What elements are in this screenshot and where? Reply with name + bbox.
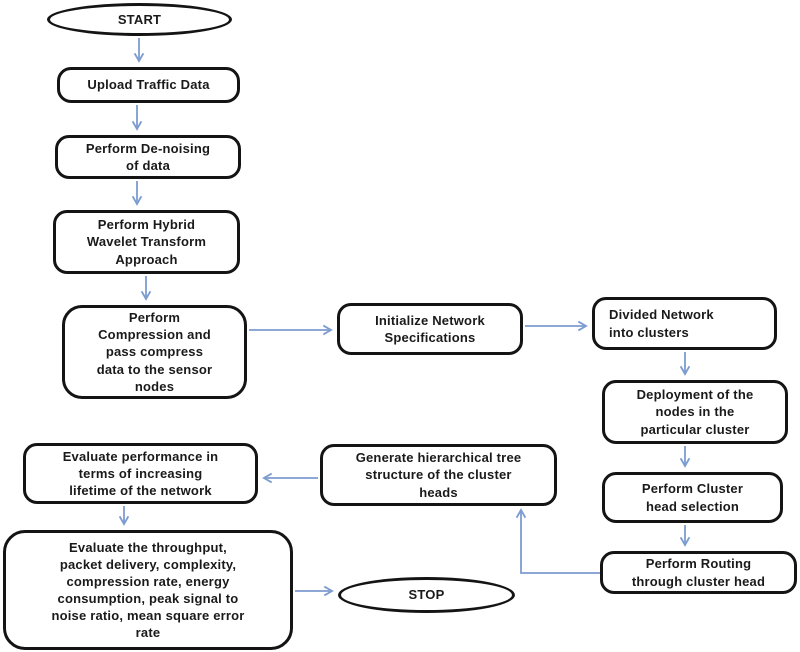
node-label-hybrid-wavelet: Perform Hybrid Wavelet Transform Approac… xyxy=(86,217,207,267)
node-label-hierarchical-tree: Generate hierarchical tree structure of … xyxy=(355,450,522,500)
flowchart-node-cluster-head-selection: Perform Cluster head selection xyxy=(602,472,783,523)
flowchart-node-initialize-network: Initialize Network Specifications xyxy=(337,303,523,355)
flowchart-node-start: START xyxy=(47,3,232,36)
node-label-perform-denoising: Perform De-noising of data xyxy=(85,140,211,173)
node-label-evaluate-metrics: Evaluate the throughput, packet delivery… xyxy=(51,539,245,641)
flowchart-node-routing-cluster-head: Perform Routing through cluster head xyxy=(600,551,797,594)
node-label-initialize-network: Initialize Network Specifications xyxy=(375,312,485,345)
node-label-upload-traffic-data: Upload Traffic Data xyxy=(87,77,210,93)
flowchart-node-perform-denoising: Perform De-noising of data xyxy=(55,135,241,179)
node-label-routing-cluster-head: Perform Routing through cluster head xyxy=(631,556,766,589)
flowchart-node-hierarchical-tree: Generate hierarchical tree structure of … xyxy=(320,444,557,506)
node-label-stop: STOP xyxy=(408,587,445,603)
flowchart-node-perform-compression: Perform Compression and pass compress da… xyxy=(62,305,247,399)
node-label-divided-network: Divided Network into clusters xyxy=(609,307,714,340)
flowchart-node-upload-traffic-data: Upload Traffic Data xyxy=(57,67,240,103)
flowchart-node-evaluate-metrics: Evaluate the throughput, packet delivery… xyxy=(3,530,293,650)
node-label-evaluate-performance: Evaluate performance in terms of increas… xyxy=(62,448,219,499)
flowchart-node-divided-network: Divided Network into clusters xyxy=(592,297,777,350)
node-label-perform-compression: Perform Compression and pass compress da… xyxy=(96,310,213,394)
node-label-cluster-head-selection: Perform Cluster head selection xyxy=(641,481,744,514)
flowchart-node-deployment-nodes: Deployment of the nodes in the particula… xyxy=(602,380,788,444)
flowchart-node-stop: STOP xyxy=(338,577,515,613)
arrow-routing-to-tree xyxy=(515,508,600,574)
node-label-deployment-nodes: Deployment of the nodes in the particula… xyxy=(636,387,754,437)
flowchart-node-hybrid-wavelet: Perform Hybrid Wavelet Transform Approac… xyxy=(53,210,240,274)
node-label-start: START xyxy=(117,11,162,27)
flowchart-node-evaluate-performance: Evaluate performance in terms of increas… xyxy=(23,443,258,504)
